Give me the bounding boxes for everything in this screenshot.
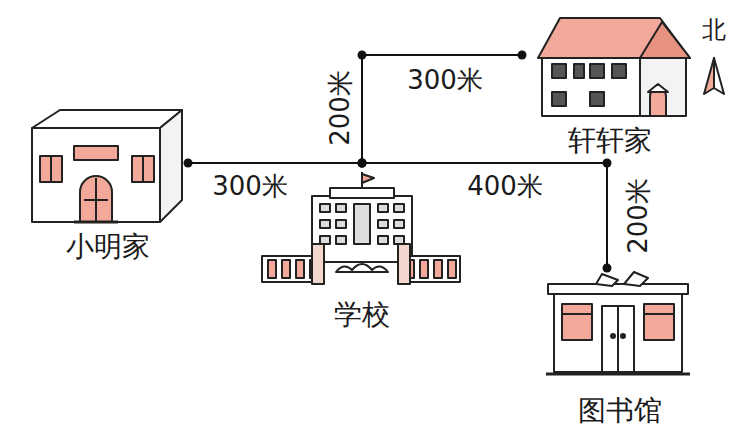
route-dot [358,159,367,168]
place-name: 学校 [255,298,469,332]
house-picture [32,110,182,222]
route-dot [358,159,367,168]
library-box: 图书馆 [540,268,700,428]
home-box: 小明家 [28,108,188,264]
school-picture [262,172,460,284]
place-name: 小明家 [28,230,188,264]
house-picture [538,18,690,116]
home-box: 轩轩家 [522,12,697,158]
route-line [362,163,607,268]
route-dot [184,159,193,168]
route-line [362,55,522,163]
library-picture [546,272,690,374]
route-dot [518,51,527,60]
route-dot [358,51,367,60]
route-dot [358,159,367,168]
north-arrow [704,58,724,94]
distance-label: 300米 [210,171,290,201]
place-name: 轩轩家 [522,124,697,158]
route-dot [603,264,612,273]
north-label: 北 [700,15,728,45]
route-dot [603,159,612,168]
distance-label: 400米 [465,171,545,201]
distance-label: 200米 [325,68,355,148]
place-name: 图书馆 [540,394,700,428]
distance-label: 200米 [623,176,653,256]
distance-label: 300米 [405,65,485,95]
route-line [188,162,362,164]
